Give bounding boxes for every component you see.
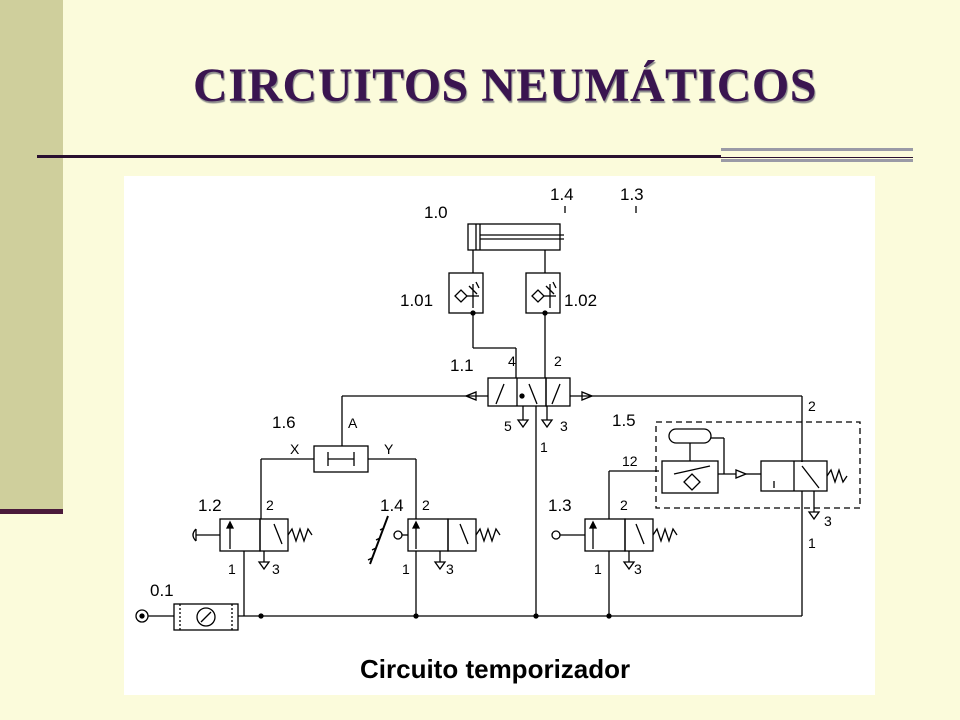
- port-1-v14: 1: [402, 561, 410, 577]
- label-timer: 1.5: [612, 411, 636, 430]
- directional-valve-1-1: [464, 377, 594, 407]
- label-shuttle: 1.6: [272, 413, 296, 432]
- title-underline: [37, 155, 913, 158]
- port-4: 4: [508, 353, 516, 369]
- port-2-main: 2: [554, 353, 562, 369]
- port-3-v14: 3: [446, 561, 454, 577]
- port-1-v13: 1: [594, 561, 602, 577]
- flow-control-1-02: [525, 272, 561, 314]
- port-1-timer: 1: [808, 535, 816, 551]
- port-3-timer: 3: [824, 513, 832, 529]
- label-flow-right: 1.02: [564, 291, 597, 310]
- title-double-rule: [721, 148, 913, 162]
- port-y: Y: [384, 441, 394, 457]
- port-1-main: 1: [540, 439, 548, 455]
- valve-1-4: [367, 515, 501, 565]
- port-2-timer: 2: [808, 398, 816, 414]
- label-cylinder: 1.0: [424, 203, 448, 222]
- label-main-valve: 1.1: [450, 356, 474, 375]
- port-3-v12: 3: [272, 561, 280, 577]
- double-rule-gap: [721, 153, 913, 157]
- valve-1-3: [551, 518, 678, 552]
- valve-1-2: [192, 518, 313, 552]
- label-valve-12: 1.2: [198, 496, 222, 515]
- shuttle-valve-1-6: [313, 445, 369, 473]
- label-service-unit: 0.1: [150, 581, 174, 600]
- label-valve-13: 1.3: [548, 496, 572, 515]
- port-2-v13: 2: [620, 497, 628, 513]
- port-12: 12: [622, 453, 638, 469]
- port-1-v12: 1: [228, 561, 236, 577]
- port-3-v13: 3: [634, 561, 642, 577]
- port-2-v14: 2: [422, 497, 430, 513]
- sidebar-band: [0, 0, 63, 512]
- label-sensor-b: 1.3: [620, 185, 644, 204]
- port-3-main: 3: [560, 418, 568, 434]
- port-x: X: [290, 441, 300, 457]
- port-5: 5: [504, 418, 512, 434]
- diagram-caption: Circuito temporizador: [360, 654, 630, 684]
- port-2-v12: 2: [266, 497, 274, 513]
- label-sensor-a: 1.4: [550, 185, 574, 204]
- cylinder-1-0: [467, 223, 564, 251]
- sidebar-accent-line: [0, 509, 63, 514]
- port-a: A: [348, 415, 358, 431]
- label-flow-left: 1.01: [400, 291, 433, 310]
- flow-control-1-01: [448, 272, 484, 314]
- pneumatic-circuit-diagram: 1.0 1.4 1.3 1.01 1.02 1.1 1.6 1.2 1.4 1.…: [124, 176, 875, 695]
- slide-title: CIRCUITOS NEUMÁTICOS: [193, 59, 817, 112]
- service-unit-0-1: [135, 603, 239, 631]
- label-valve-14: 1.4: [380, 496, 404, 515]
- timer-valve-1-5: [655, 421, 861, 509]
